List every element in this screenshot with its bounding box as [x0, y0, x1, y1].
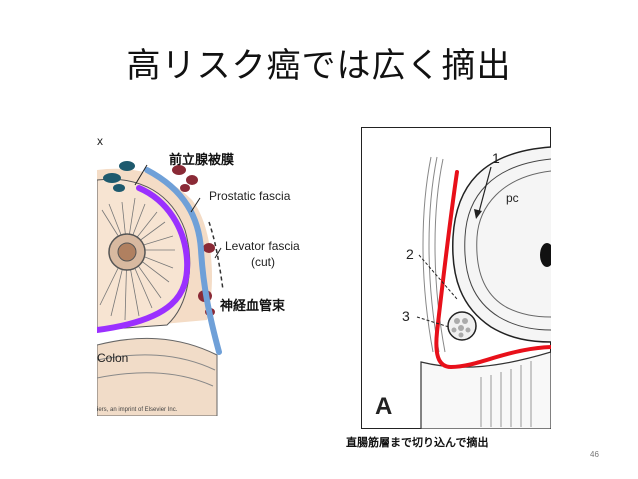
label-levator-fascia: Levator fascia [225, 239, 300, 253]
label-1: 1 [492, 150, 500, 166]
label-2: 2 [406, 246, 414, 262]
figure-copyright: iers, an imprint of Elsevier Inc. [97, 407, 178, 413]
resection-caption: 直腸筋層まで切り込んで摘出 [346, 436, 489, 449]
label-pc: pc [506, 191, 519, 205]
figure-corner-letter: x [97, 134, 103, 148]
label-neurovascular-bundle: 神経血管束 [220, 299, 286, 314]
prostate-anatomy-figure: x 前立腺被膜 Prostatic fascia Levator fascia … [97, 130, 320, 416]
resection-diagram-figure: 1 pc 2 3 A [361, 127, 551, 429]
resection-line-illustration [361, 127, 551, 429]
page-number: 46 [590, 450, 599, 459]
panel-letter: A [375, 393, 393, 420]
label-3: 3 [402, 308, 410, 324]
label-colon: Colon [97, 351, 129, 365]
label-levator-fascia-cut: (cut) [251, 255, 275, 269]
prostate-cross-section-illustration [97, 130, 320, 416]
label-prostatic-capsule: 前立腺被膜 [169, 153, 235, 168]
slide-title: 高リスク癌では広く摘出 [126, 46, 512, 86]
label-prostatic-fascia: Prostatic fascia [209, 189, 291, 203]
